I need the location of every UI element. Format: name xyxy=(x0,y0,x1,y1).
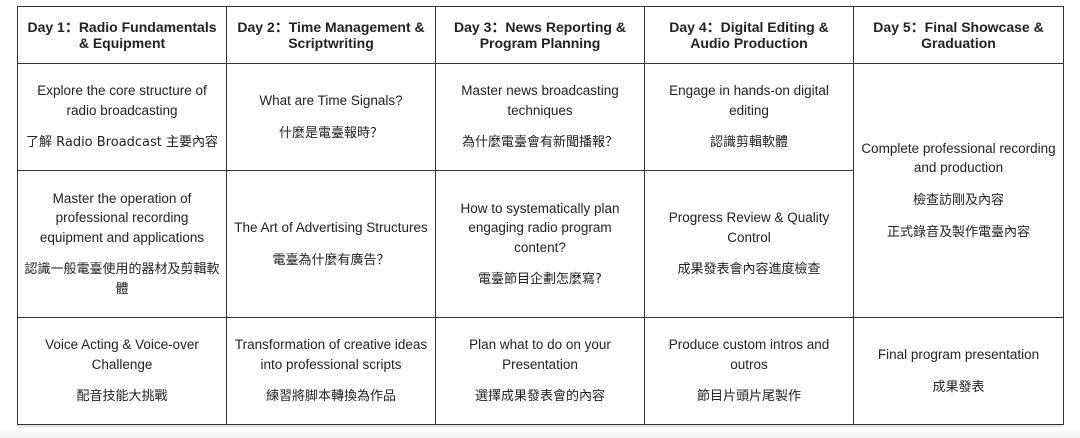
cell-text-zh: 選擇成果發表會的內容 xyxy=(474,389,605,405)
cell-day5-session3: Final program presentation 成果發表 xyxy=(853,317,1064,425)
cell-text-zh: 檢查訪剛及內容 xyxy=(912,192,1004,208)
cell-text-zh: 認識剪輯軟體 xyxy=(709,135,788,151)
cell-text-en: Complete professional recording and prod… xyxy=(861,140,1056,176)
cell-text-en: Master the operation of professional rec… xyxy=(39,190,205,245)
cell-text-en: Explore the core structure of radio broa… xyxy=(37,83,207,118)
cell-text-zh: 了解 Radio Broadcast 主要內容 xyxy=(25,135,219,151)
table-shadow xyxy=(17,425,1063,428)
cell-text-zh: 成果發表 xyxy=(932,379,985,395)
cell-day3-session3: Plan what to do on your Presentation 選擇成果… xyxy=(435,317,645,425)
cell-day1-session1: Explore the core structure of radio broa… xyxy=(17,63,227,171)
cell-text-zh: 正式錄音及製作電臺內容 xyxy=(886,225,1030,240)
cell-day1-session3: Voice Acting & Voice-over Challenge 配音技能大… xyxy=(17,317,227,425)
cell-day2-session1: What are Time Signals? 什麼是電臺報時？ xyxy=(226,63,436,171)
schedule-table: Day 1：Radio Fundamentals & Equipment Day… xyxy=(17,6,1064,425)
cell-text-zh: 成果發表會內容進度檢查 xyxy=(677,262,821,278)
cell-day3-session2: How to systematically plan engaging radi… xyxy=(435,170,645,318)
cell-text-en: Produce custom intros and outros xyxy=(668,337,830,372)
cell-text-en: Final program presentation xyxy=(877,347,1040,362)
cell-text-zh: 節目片頭片尾製作 xyxy=(696,389,801,405)
cell-day1-session2: Master the operation of professional rec… xyxy=(17,170,227,318)
header-row: Day 1：Radio Fundamentals & Equipment Day… xyxy=(17,6,1064,64)
cell-text-en: Progress Review & Quality Control xyxy=(668,210,830,245)
cell-text-zh: 什麼是電臺報時？ xyxy=(278,125,383,141)
cell-text-en: Engage in hands-on digital editing xyxy=(669,83,829,118)
cell-text-zh: 為什麼電臺會有新聞播報？ xyxy=(461,135,618,151)
header-day-1: Day 1：Radio Fundamentals & Equipment xyxy=(17,6,227,64)
table-row: Voice Acting & Voice-over Challenge 配音技能大… xyxy=(17,317,1064,425)
cell-day4-session2: Progress Review & Quality Control 成果發表會內容… xyxy=(644,170,854,318)
cell-text-zh: 電臺為什麼有廣告？ xyxy=(272,252,390,268)
cell-text-en: The Art of Advertising Structures xyxy=(234,220,428,235)
header-day-2: Day 2：Time Management & Scriptwriting xyxy=(226,6,436,64)
cell-day3-session1: Master news broadcasting techniques 為什麼電臺… xyxy=(435,63,645,171)
cell-text-en: Plan what to do on your Presentation xyxy=(469,337,611,372)
header-day-4: Day 4：Digital Editing & Audio Production xyxy=(644,6,854,64)
table-row: Explore the core structure of radio broa… xyxy=(17,63,1064,318)
cell-text-zh: 認識一般電臺使用的器材及剪輯軟體 xyxy=(24,262,220,297)
cell-text-en: Transformation of creative ideas into pr… xyxy=(234,337,428,372)
cell-day5-merged: Complete professional recording and prod… xyxy=(853,63,1064,318)
cell-text-en: Master news broadcasting techniques xyxy=(461,83,619,118)
table-row: Master the operation of professional rec… xyxy=(17,170,1064,318)
cell-text-en: What are Time Signals? xyxy=(259,93,403,108)
cell-text-en: Voice Acting & Voice-over Challenge xyxy=(45,337,199,372)
cell-day4-session1: Engage in hands-on digital editing 認識剪輯軟體 xyxy=(644,63,854,171)
cell-text-zh: 配音技能大挑戰 xyxy=(76,389,168,405)
cell-day4-session3: Produce custom intros and outros 節目片頭片尾製作 xyxy=(644,317,854,425)
cell-day2-session3: Transformation of creative ideas into pr… xyxy=(226,317,436,425)
cell-day2-session2: The Art of Advertising Structures 電臺為什麼有廣… xyxy=(226,170,436,318)
cell-text-zh: 練習將脚本轉換為作品 xyxy=(265,389,396,405)
header-day-3: Day 3：News Reporting & Program Planning xyxy=(435,6,645,64)
cell-text-en: How to systematically plan engaging radi… xyxy=(460,200,620,255)
header-day-5: Day 5：Final Showcase & Graduation xyxy=(853,6,1064,64)
cell-text-zh: 電臺節目企劃怎麼寫? xyxy=(478,272,602,287)
